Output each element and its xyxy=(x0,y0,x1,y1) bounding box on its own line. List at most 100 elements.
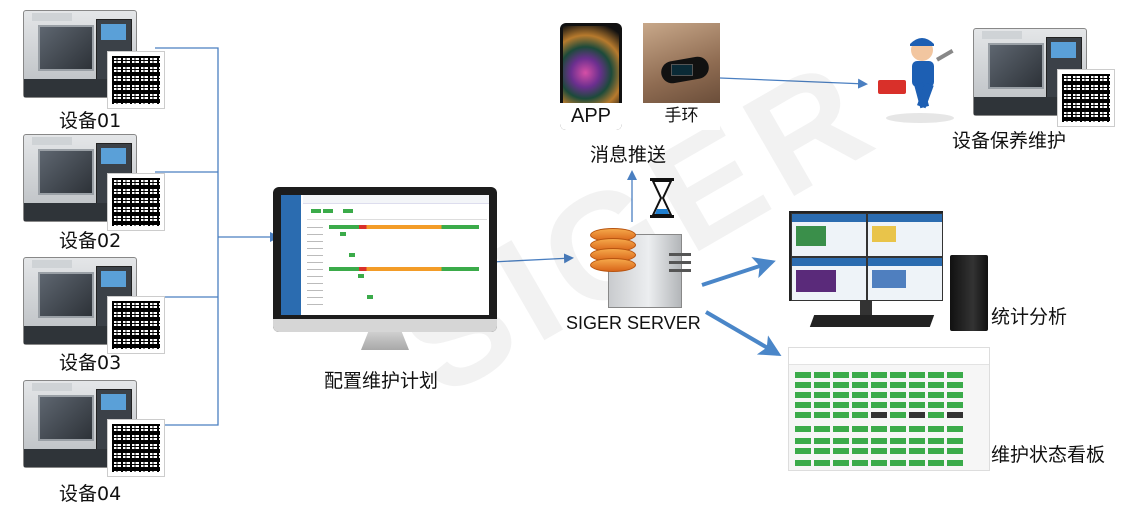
kanban-cell xyxy=(814,460,830,466)
kanban-cell xyxy=(852,392,868,398)
kanban-cell xyxy=(852,382,868,388)
kanban-cell xyxy=(833,438,849,444)
kanban-cell xyxy=(833,372,849,378)
gantt-marker xyxy=(367,295,373,299)
kanban-cell xyxy=(947,460,963,466)
to-server-arrow xyxy=(491,253,574,264)
plan-monitor xyxy=(273,187,497,332)
stats-label: 统计分析 xyxy=(991,306,1068,328)
kanban-cell xyxy=(890,372,906,378)
kanban-cell xyxy=(833,382,849,388)
device04-connector xyxy=(155,237,219,426)
kanban-cell xyxy=(871,412,887,418)
kanban-cell xyxy=(871,382,887,388)
wristband: 手环 xyxy=(643,23,720,130)
gantt-row-label xyxy=(307,283,323,284)
kanban-cell xyxy=(928,402,944,408)
kanban-cell xyxy=(909,426,925,432)
mechanic-icon xyxy=(878,38,954,123)
kanban-cell xyxy=(928,448,944,454)
kanban-cell xyxy=(909,372,925,378)
kanban-cell xyxy=(795,382,811,388)
kanban-cell xyxy=(814,438,830,444)
kanban-cell xyxy=(928,412,944,418)
kanban-cell xyxy=(852,402,868,408)
kanban-cell xyxy=(890,382,906,388)
phone-app: APP xyxy=(560,23,622,130)
gantt-row-label xyxy=(307,262,323,263)
gantt-row-label xyxy=(307,255,323,256)
kanban-cell xyxy=(909,412,925,418)
server-label: SIGER SERVER xyxy=(566,313,701,333)
kanban-cell xyxy=(871,392,887,398)
gantt-marker xyxy=(349,253,355,257)
siger-server xyxy=(590,228,691,308)
kanban-cell xyxy=(814,426,830,432)
kanban-cell xyxy=(795,372,811,378)
kanban-cell xyxy=(928,438,944,444)
plan-label: 配置维护计划 xyxy=(324,370,439,392)
kanban-cell xyxy=(871,438,887,444)
kanban-cell xyxy=(795,392,811,398)
kanban-cell xyxy=(890,402,906,408)
kanban-cell xyxy=(909,438,925,444)
gantt-bar xyxy=(441,267,479,271)
gantt-row-label xyxy=(307,248,323,249)
kanban-cell xyxy=(852,372,868,378)
kanban-cell xyxy=(909,460,925,466)
gantt-row-label xyxy=(307,269,323,270)
device-label-02: 设备02 xyxy=(59,230,122,252)
to-maintenance-arrow xyxy=(719,77,868,89)
gantt-row-label xyxy=(307,241,323,242)
kanban-cell xyxy=(852,438,868,444)
kanban-cell xyxy=(909,448,925,454)
kanban-cell xyxy=(871,448,887,454)
kanban-cell xyxy=(795,412,811,418)
kanban-cell xyxy=(833,402,849,408)
kanban-cell xyxy=(947,438,963,444)
kanban-cell xyxy=(890,438,906,444)
kanban-cell xyxy=(814,402,830,408)
device-label-01: 设备01 xyxy=(59,110,122,132)
push-label: 消息推送 xyxy=(590,144,667,166)
kanban-cell xyxy=(795,460,811,466)
kanban-cell xyxy=(928,392,944,398)
kanban-cell xyxy=(890,412,906,418)
gantt-bar xyxy=(359,225,367,229)
gantt-row-label xyxy=(307,276,323,277)
kanban-cell xyxy=(795,426,811,432)
gantt-bar xyxy=(441,225,479,229)
kanban-board xyxy=(788,347,990,471)
kanban-cell xyxy=(909,402,925,408)
kanban-cell xyxy=(852,426,868,432)
kanban-cell xyxy=(909,392,925,398)
kanban-cell xyxy=(833,460,849,466)
kanban-cell xyxy=(890,426,906,432)
device-label-04: 设备04 xyxy=(59,483,122,505)
kanban-cell xyxy=(833,392,849,398)
kanban-cell xyxy=(928,460,944,466)
device-label-03: 设备03 xyxy=(59,352,122,374)
monitor-stand-quad xyxy=(860,301,872,317)
kanban-cell xyxy=(852,460,868,466)
kanban-cell xyxy=(795,438,811,444)
kanban-cell xyxy=(890,448,906,454)
kanban-cell xyxy=(852,448,868,454)
qr-code-01 xyxy=(107,51,165,109)
kanban-cell xyxy=(795,448,811,454)
gantt-marker xyxy=(340,232,346,236)
cnc-machine-02 xyxy=(23,134,158,226)
kanban-cell xyxy=(890,392,906,398)
monitor-stand xyxy=(361,332,409,350)
gantt-bar xyxy=(366,225,442,229)
kanban-cell xyxy=(814,448,830,454)
kanban-cell xyxy=(928,382,944,388)
kanban-cell xyxy=(909,382,925,388)
kanban-cell xyxy=(871,402,887,408)
gantt-row-label xyxy=(307,304,323,305)
band-label: 手环 xyxy=(643,103,720,130)
to-kanban-arrow xyxy=(704,310,782,357)
kanban-cell xyxy=(947,412,963,418)
kanban-label: 维护状态看板 xyxy=(991,444,1106,466)
kanban-cell xyxy=(947,402,963,408)
